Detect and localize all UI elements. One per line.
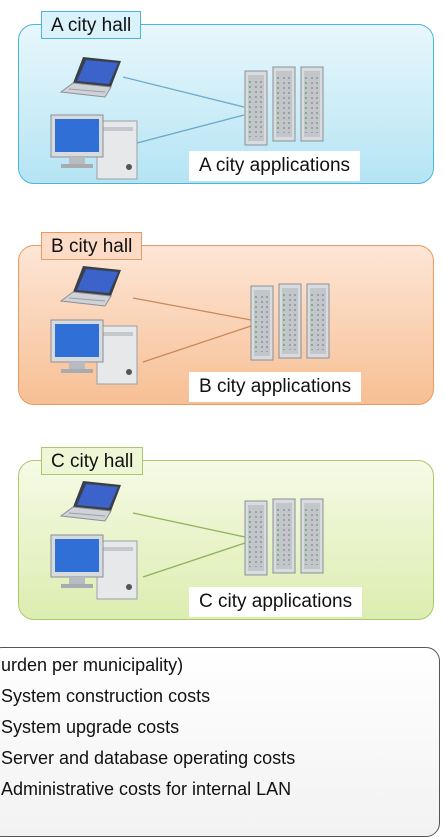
server-icon	[278, 283, 302, 359]
server-icon	[306, 283, 330, 359]
server-icon	[244, 500, 268, 576]
city-applications-label-b: B city applications	[189, 372, 362, 402]
city-applications-label-a: A city applications	[189, 151, 361, 181]
city-hall-label-a: A city hall	[41, 11, 142, 39]
server-icon	[244, 70, 268, 146]
cost-burden-box: urden per municipality) System construct…	[0, 647, 440, 837]
city-hall-panel-c: C city hall C city applications	[18, 447, 434, 620]
cost-item: Administrative costs for internal LAN	[1, 779, 292, 799]
server-icon	[300, 66, 324, 142]
cost-burden-heading: urden per municipality)	[1, 655, 184, 675]
laptop-icon	[60, 56, 122, 98]
cost-item: System upgrade costs	[1, 717, 180, 737]
city-hall-panel-b: B city hall B city applications	[18, 232, 434, 405]
server-icon	[272, 498, 296, 574]
network-illustration-a	[50, 56, 324, 180]
city-hall-panel-a: A city hall A city applications	[18, 11, 434, 184]
city-applications-label-c: C city applications	[189, 587, 363, 617]
server-icon	[300, 498, 324, 574]
cost-item: System construction costs	[1, 686, 211, 706]
laptop-icon	[60, 265, 122, 307]
server-icon	[272, 66, 296, 142]
cost-item: Server and database operating costs	[1, 748, 296, 768]
desktop-computer-icon	[50, 114, 138, 180]
network-illustration-c	[50, 480, 324, 600]
desktop-computer-icon	[50, 534, 138, 600]
city-hall-label-c: C city hall	[41, 447, 144, 475]
desktop-computer-icon	[50, 319, 138, 385]
laptop-icon	[60, 480, 122, 522]
server-icon	[250, 285, 274, 361]
network-illustration-b	[50, 265, 330, 385]
city-hall-label-b: B city hall	[41, 232, 143, 260]
